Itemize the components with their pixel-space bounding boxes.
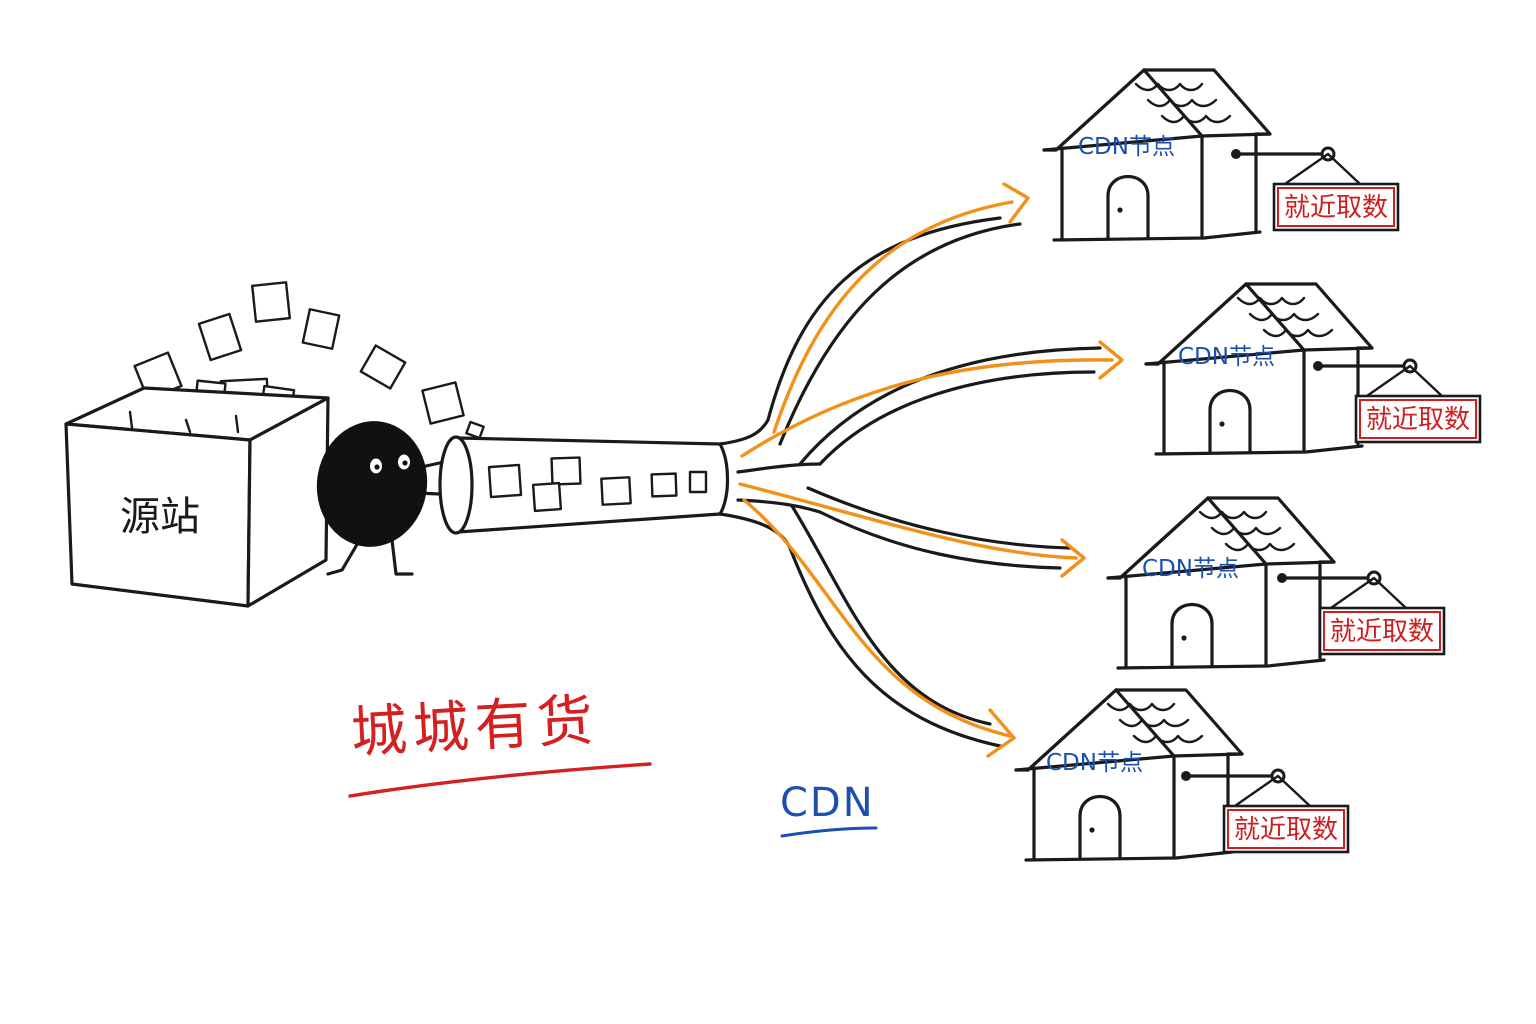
document-icon xyxy=(251,281,291,323)
node-sign: 就近取数 xyxy=(1311,358,1482,444)
node-label: CDN节点 xyxy=(1178,344,1275,370)
document-icon xyxy=(465,420,485,440)
source-box: 源站 xyxy=(64,377,330,608)
house-icon xyxy=(1106,496,1336,670)
cdn-label: CDN xyxy=(780,780,875,826)
node-sign: 就近取数 xyxy=(1179,768,1350,854)
cdn-streams xyxy=(718,182,1124,758)
cdn-label-group: CDN xyxy=(780,780,878,838)
document-icon xyxy=(197,312,243,362)
node-label: CDN节点 xyxy=(1078,134,1175,160)
cdn-node-2: CDN节点 就近取数 xyxy=(1144,282,1482,456)
cdn-node-3: CDN节点 就近取数 xyxy=(1106,496,1446,670)
slogan-underline xyxy=(348,762,652,798)
blob-character-icon xyxy=(316,421,454,576)
node-label: CDN节点 xyxy=(1046,750,1143,776)
sign-label: 就近取数 xyxy=(1366,405,1470,435)
slogan-text: 城城有货 xyxy=(349,688,600,766)
slogan: 城城有货 xyxy=(348,688,652,798)
sign-label: 就近取数 xyxy=(1234,815,1338,845)
cdn-node-1: CDN节点 就近取数 xyxy=(1042,68,1400,242)
flying-documents xyxy=(133,281,485,440)
document-icon xyxy=(359,344,407,390)
sign-label: 就近取数 xyxy=(1284,193,1388,223)
cdn-underline xyxy=(780,826,878,838)
node-label: CDN节点 xyxy=(1142,556,1239,582)
source-label: 源站 xyxy=(120,494,200,540)
cdn-node-4: CDN节点 就近取数 xyxy=(1014,688,1350,862)
node-sign: 就近取数 xyxy=(1229,146,1400,232)
sign-label: 就近取数 xyxy=(1330,617,1434,647)
pipe-icon xyxy=(438,435,730,535)
document-icon xyxy=(421,381,465,425)
document-icon xyxy=(301,308,341,350)
node-sign: 就近取数 xyxy=(1275,570,1446,656)
